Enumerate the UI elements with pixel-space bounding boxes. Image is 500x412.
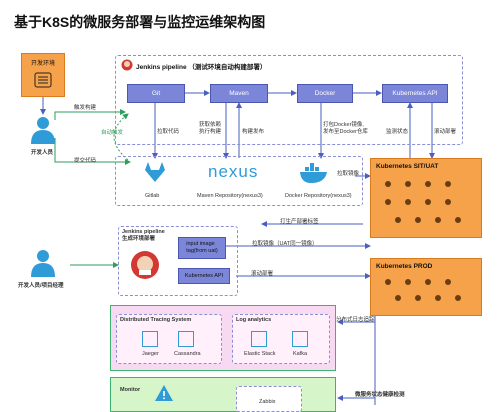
edge-monitor-status: 监测状态 <box>386 129 409 135</box>
docker-repo-label: Docker Repository(nexus3) <box>285 193 352 199</box>
auto-trigger-label: 自动触发 <box>101 130 124 136</box>
docker-whale-icon <box>300 163 327 183</box>
page-title: 基于K8S的微服务部署与监控运维架构图 <box>14 14 266 30</box>
edge-fetch-build: 获取依赖执行构建 <box>199 122 222 135</box>
jaeger-label: Jaeger <box>142 351 159 357</box>
kafka-label: Kafka <box>293 351 308 357</box>
elastic-label: Elastic Stack <box>244 351 276 357</box>
developer-label: 开发人员 <box>31 150 54 156</box>
prod-k8s-api-node: Kubernetes API <box>178 268 230 284</box>
pipeline-title: Jenkins pipeline （测试环境自动构建部署） <box>136 64 267 71</box>
kafka-icon <box>292 331 308 347</box>
warning-icon <box>155 385 173 401</box>
developer-person-icon <box>31 117 55 144</box>
edge-pull-code: 拉取代码 <box>157 129 180 135</box>
commit-code-label: 提交代码 <box>74 158 97 164</box>
rolling-label: 滚动部署 <box>251 271 274 277</box>
k8s-api-node: Kubernetes API <box>382 84 448 103</box>
nexus-logo: nexus <box>208 162 259 181</box>
prod-tag-label: 打生产部署标签 <box>280 219 319 225</box>
maven-node: Maven <box>210 84 268 103</box>
pull-uat-label: 拉取镜像（UAT同一镜像） <box>252 241 318 247</box>
edge-build-release: 构建发布 <box>242 129 265 135</box>
monitor-title: Monitor <box>120 387 141 393</box>
gitlab-icon <box>145 162 165 182</box>
zabbix-box <box>236 386 302 412</box>
edge-rolling: 滚动部署 <box>434 129 457 135</box>
zabbix-label: Zabbix <box>259 399 276 405</box>
git-node: Git <box>127 84 185 103</box>
pods-icon <box>385 181 461 223</box>
dev-env-box: 开发环境 <box>21 53 65 97</box>
layers-icon <box>34 72 52 88</box>
gitlab-label: Gitlab <box>145 193 160 199</box>
monitor-box <box>110 377 336 412</box>
trigger-build-label: 触发构建 <box>74 105 97 111</box>
edge-docker-pack: 打包Docker镜像,发布至Docker仓库 <box>323 122 368 135</box>
log-box <box>232 314 330 364</box>
ops-person-icon <box>31 250 55 277</box>
nexus-label: Maven Repository(nexus3) <box>197 193 263 199</box>
log-title: Log analytics <box>236 317 272 323</box>
elastic-icon <box>251 331 267 347</box>
k8s-sit-cluster: Kubernetes SIT/UAT <box>370 158 482 238</box>
tracing-box <box>116 314 222 364</box>
tracing-title: Distributed Tracing System <box>120 317 192 323</box>
jenkins-logo-icon <box>121 59 133 71</box>
tracing-arrow-label: 分布式日志追踪 <box>336 317 375 323</box>
dev-env-label: 开发环境 <box>30 61 55 67</box>
prod-pipeline-box <box>118 226 238 296</box>
repository-box <box>115 156 363 206</box>
ops-label: 开发人员/项目经理 <box>18 283 64 289</box>
jaeger-icon <box>142 331 158 347</box>
k8s-prod-cluster: Kubernetes PROD <box>370 258 482 316</box>
docker-node: Docker <box>297 84 353 103</box>
k8s-prod-label: Kubernetes PROD <box>376 263 433 270</box>
cassandra-label: Cassandra <box>174 351 201 357</box>
pull-image-label: 拉取镜像 <box>337 171 360 177</box>
cassandra-icon <box>178 331 194 347</box>
prod-pods-icon <box>385 279 461 301</box>
jenkins-butler-icon <box>131 251 159 279</box>
k8s-sit-label: Kubernetes SIT/UAT <box>376 163 439 170</box>
jenkins-pipeline-box <box>115 55 463 145</box>
health-label: 微服务状态健康检测 <box>355 392 405 398</box>
